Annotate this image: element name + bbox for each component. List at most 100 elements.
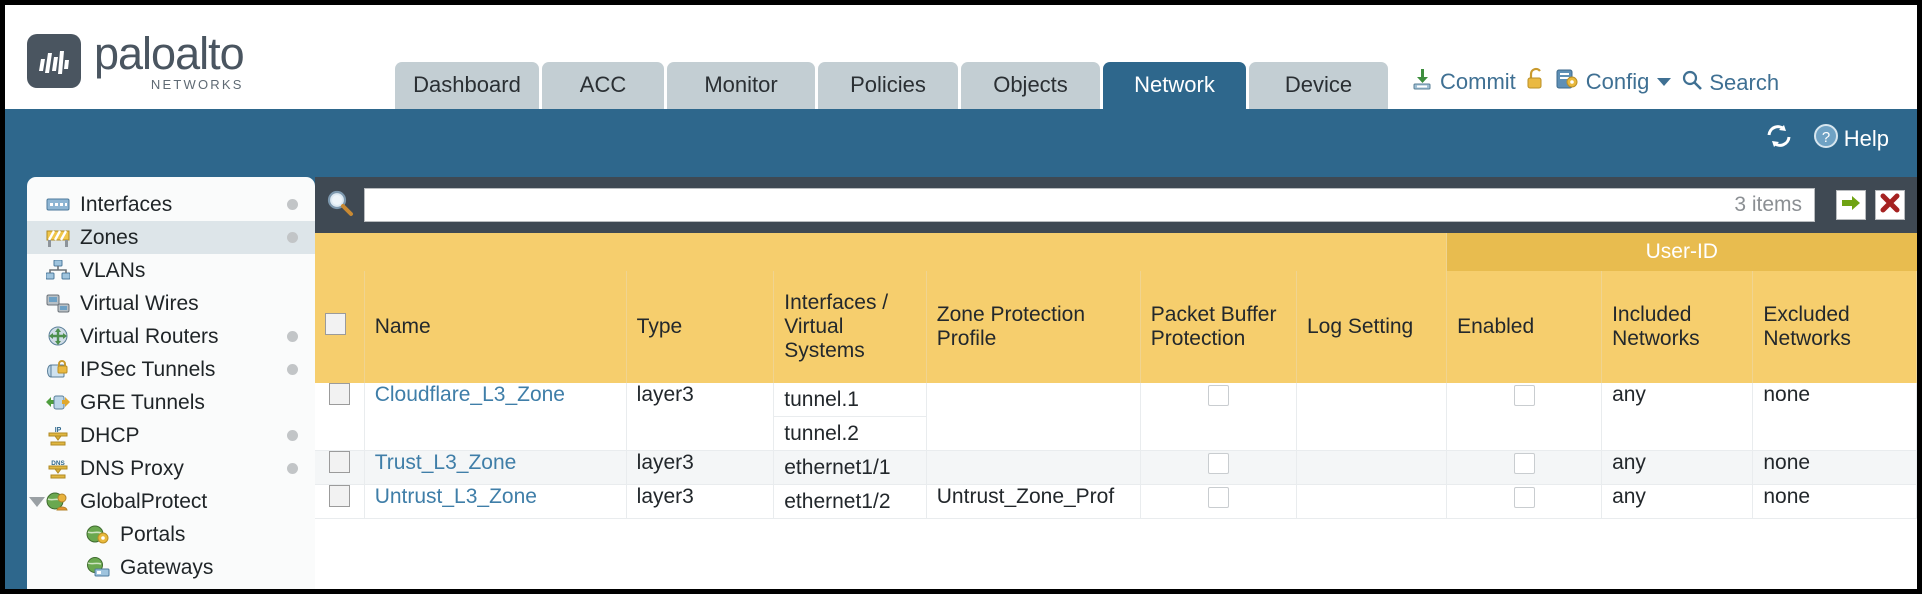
interface-entry: tunnel.2	[784, 422, 859, 445]
tab-policies[interactable]: Policies	[818, 62, 958, 109]
chevron-down-icon	[1657, 78, 1672, 86]
select-all-checkbox[interactable]	[325, 313, 346, 335]
sidebar-item-interfaces[interactable]: Interfaces	[27, 188, 315, 221]
cell-zone-protection-profile: Untrust_Zone_Prof	[926, 484, 1141, 519]
row-select-cell	[315, 383, 365, 451]
cell-zone-protection-profile	[926, 450, 1141, 485]
help-icon: ?	[1813, 123, 1839, 154]
cell-packet-buffer-protection	[1140, 450, 1297, 485]
packet-buffer-protection-checkbox[interactable]	[1207, 452, 1229, 474]
apply-filter-button[interactable]	[1836, 190, 1866, 220]
virtual-routers-icon	[45, 326, 71, 348]
cell-packet-buffer-protection	[1140, 383, 1297, 451]
tab-dashboard[interactable]: Dashboard	[395, 62, 539, 109]
sidebar-item-globalprotect[interactable]: GlobalProtect	[27, 485, 315, 518]
column-header-packet-buffer-protection[interactable]: Packet Buffer Protection	[1140, 271, 1297, 383]
config-menu[interactable]: Config	[1556, 67, 1672, 97]
vlans-icon	[45, 260, 71, 282]
column-header-excluded-networks[interactable]: Excluded Networks	[1752, 271, 1917, 383]
search-label: Search	[1709, 70, 1780, 95]
tab-network[interactable]: Network	[1103, 62, 1246, 109]
lock-button[interactable]	[1526, 67, 1546, 97]
gateways-icon	[85, 557, 111, 579]
magnifier-icon[interactable]	[325, 188, 355, 223]
zone-name-link[interactable]: Cloudflare_L3_Zone	[374, 383, 565, 406]
select-all-header	[315, 271, 365, 383]
search-input[interactable]: 3 items	[364, 188, 1815, 222]
column-header-name[interactable]: Name	[364, 271, 627, 383]
column-header-type[interactable]: Type	[626, 271, 775, 383]
cell-interfaces: ethernet1/2	[773, 484, 927, 519]
interface-entry: ethernet1/1	[784, 456, 891, 479]
packet-buffer-protection-checkbox[interactable]	[1207, 384, 1229, 406]
userid-enabled-checkbox[interactable]	[1513, 486, 1535, 508]
search-button[interactable]: Search	[1681, 69, 1779, 97]
cell-included-networks: any	[1601, 484, 1754, 519]
commit-button[interactable]: Commit	[1410, 67, 1516, 97]
expand-triangle-icon[interactable]	[29, 496, 45, 507]
column-header-zone-protection-profile[interactable]: Zone Protection Profile	[926, 271, 1141, 383]
sidebar-item-label: Virtual Wires	[80, 291, 199, 315]
row-select-cell	[315, 484, 365, 519]
sidebar-item-label: Portals	[120, 522, 186, 546]
cell-log-setting	[1296, 383, 1448, 451]
ipsec-tunnels-icon	[45, 359, 71, 381]
config-icon	[1556, 67, 1580, 97]
sidebar-item-vlans[interactable]: VLANs	[27, 254, 315, 287]
status-dot	[287, 232, 298, 243]
commit-icon	[1410, 67, 1434, 97]
sidebar-item-zones[interactable]: Zones	[27, 221, 315, 254]
sidebar-item-label: GRE Tunnels	[80, 390, 205, 414]
column-header-interfaces-virtual-systems[interactable]: Interfaces / Virtual Systems	[773, 271, 927, 383]
userid-enabled-checkbox[interactable]	[1513, 384, 1535, 406]
row-select-checkbox[interactable]	[328, 451, 350, 473]
clear-filter-button[interactable]	[1875, 190, 1905, 220]
table-group-header-row: User-ID	[315, 233, 1917, 271]
portals-icon	[85, 524, 111, 546]
sidebar-item-portals[interactable]: Portals	[27, 518, 315, 551]
userid-enabled-checkbox[interactable]	[1513, 452, 1535, 474]
tab-device[interactable]: Device	[1249, 62, 1388, 109]
sidebar-item-gre-tunnels[interactable]: GRE Tunnels	[27, 386, 315, 419]
sidebar-item-label: Zones	[80, 225, 139, 249]
tab-objects[interactable]: Objects	[961, 62, 1100, 109]
sidebar-item-ipsec-tunnels[interactable]: IPSec Tunnels	[27, 353, 315, 386]
column-header-log-setting[interactable]: Log Setting	[1296, 271, 1448, 383]
column-header-enabled[interactable]: Enabled	[1446, 271, 1603, 383]
status-dot	[287, 364, 298, 375]
top-actions: Commit	[1388, 67, 1779, 109]
dns-proxy-icon: DNS	[45, 458, 71, 480]
sidebar-item-virtual-routers[interactable]: Virtual Routers	[27, 320, 315, 353]
row-select-checkbox[interactable]	[328, 485, 350, 507]
sidebar-item-label: Virtual Routers	[80, 324, 219, 348]
cell-included-networks: any	[1601, 383, 1754, 451]
tab-acc[interactable]: ACC	[542, 62, 664, 109]
row-select-checkbox[interactable]	[328, 383, 350, 405]
column-header-included-networks[interactable]: Included Networks	[1601, 271, 1754, 383]
status-dot	[287, 430, 298, 441]
tab-monitor[interactable]: Monitor	[667, 62, 815, 109]
zone-name-link[interactable]: Trust_L3_Zone	[374, 451, 517, 474]
zone-name-link[interactable]: Untrust_L3_Zone	[374, 485, 537, 508]
help-button[interactable]: ? Help	[1813, 123, 1889, 154]
help-label: Help	[1843, 125, 1889, 151]
sidebar-item-virtual-wires[interactable]: Virtual Wires	[27, 287, 315, 320]
sub-toolbar: ? Help	[5, 109, 1917, 177]
packet-buffer-protection-checkbox[interactable]	[1207, 486, 1229, 508]
column-group-user-id: User-ID	[1446, 233, 1917, 271]
red-x-icon	[1880, 193, 1900, 218]
sub-toolbar-actions: ? Help	[1765, 123, 1889, 154]
refresh-icon[interactable]	[1765, 123, 1793, 154]
sidebar-item-gateways[interactable]: Gateways	[27, 551, 315, 584]
sidebar-item-label: GlobalProtect	[80, 489, 208, 513]
